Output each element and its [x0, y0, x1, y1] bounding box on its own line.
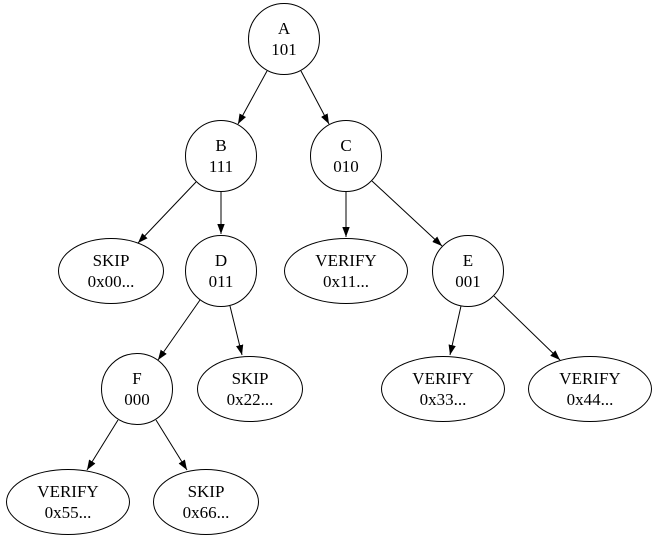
node-value: 0x11... [322, 272, 370, 291]
node-label: F [132, 369, 142, 388]
node-verify-0x11: VERIFY 0x11... [284, 238, 408, 304]
node-verify-0x33: VERIFY 0x33... [381, 356, 505, 422]
node-label: VERIFY [412, 369, 474, 388]
node-value: 010 [333, 157, 359, 176]
edge-a-b [237, 70, 268, 125]
edge-d-skip22 [229, 305, 244, 356]
node-label: C [340, 136, 352, 155]
node-value: 101 [271, 40, 297, 59]
node-verify-0x55: VERIFY 0x55... [6, 469, 130, 535]
edge-f-skip66 [155, 419, 188, 471]
node-label: SKIP [92, 251, 130, 270]
node-skip-0x22: SKIP 0x22... [197, 356, 303, 422]
node-value: 111 [208, 157, 234, 176]
node-b: B 111 [185, 120, 257, 192]
edge-d-f [157, 299, 201, 361]
edge-e-verify33 [448, 305, 462, 356]
node-f: F 000 [101, 353, 173, 425]
node-label: SKIP [231, 369, 269, 388]
node-label: A [277, 19, 291, 38]
node-value: 001 [455, 272, 481, 291]
node-skip-0x66: SKIP 0x66... [153, 469, 259, 535]
node-value: 0x33... [419, 390, 467, 409]
node-e: E 001 [432, 235, 504, 307]
node-value: 0x66... [182, 503, 230, 522]
edge-a-c [300, 70, 330, 125]
node-label: VERIFY [315, 251, 377, 270]
node-c: C 010 [310, 120, 382, 192]
node-label: VERIFY [559, 369, 621, 388]
node-d: D 011 [185, 235, 257, 307]
node-label: E [462, 251, 474, 270]
node-label: VERIFY [37, 482, 99, 501]
edge-e-verify44 [493, 295, 561, 361]
node-label: D [214, 251, 228, 270]
node-a: A 101 [248, 3, 320, 75]
edge-c-e [371, 180, 443, 247]
node-skip-0x00: SKIP 0x00... [58, 238, 164, 304]
node-value: 000 [124, 390, 150, 409]
edge-b-skip00 [137, 181, 197, 244]
node-value: 0x22... [226, 390, 274, 409]
edge-f-verify55 [86, 419, 119, 471]
node-verify-0x44: VERIFY 0x44... [528, 356, 652, 422]
node-value: 0x55... [44, 503, 92, 522]
node-value: 011 [208, 272, 234, 291]
node-label: B [215, 136, 227, 155]
node-label: SKIP [187, 482, 225, 501]
node-value: 0x44... [566, 390, 614, 409]
node-value: 0x00... [87, 272, 135, 291]
